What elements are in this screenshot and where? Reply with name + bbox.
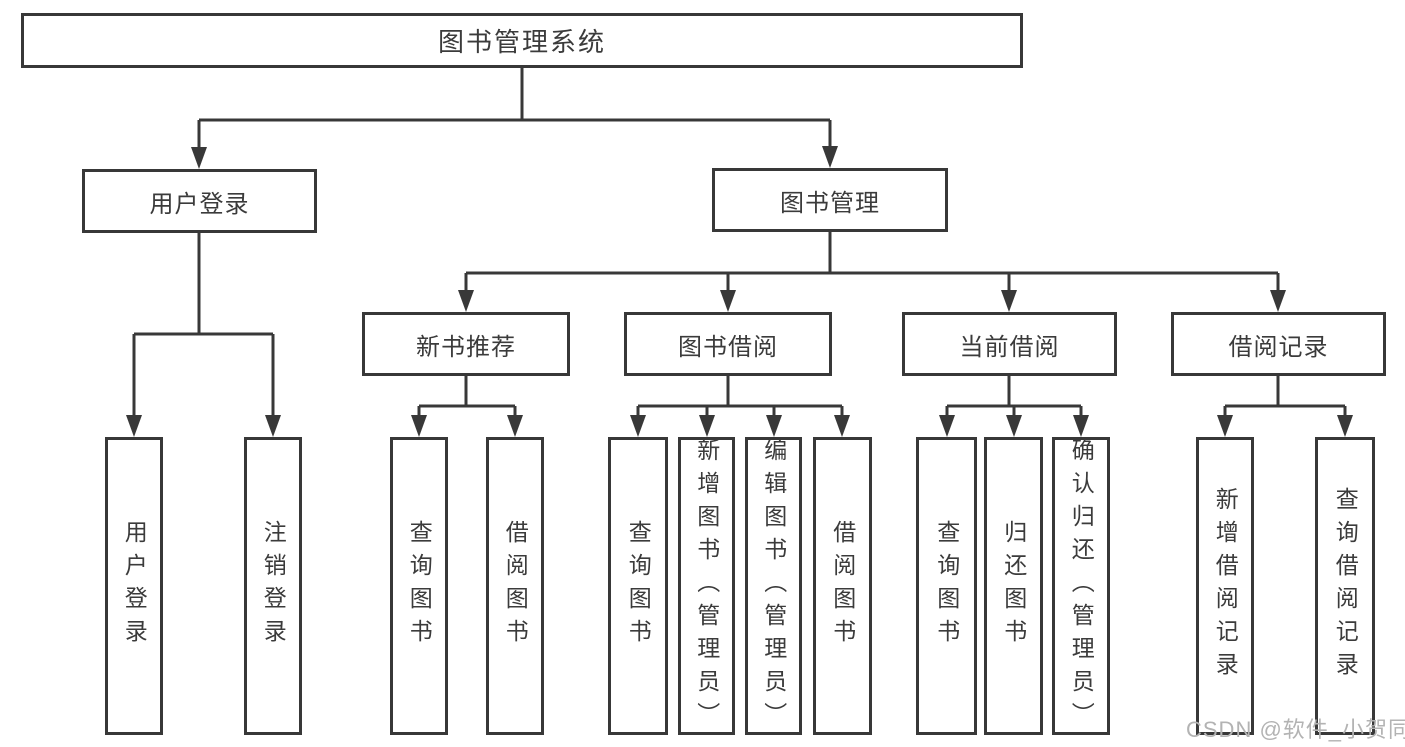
node-user-login-label: 用户登录	[149, 190, 250, 218]
node-root: 图书管理系统	[21, 13, 1023, 68]
node-current-borrowing: 当前借阅	[902, 312, 1117, 376]
leaf-confirm-return-admin-label: 确认归还（管理员）	[1068, 437, 1095, 735]
node-new-book-recommend-label: 新书推荐	[416, 333, 516, 361]
leaf-query-books-borrowing-label: 查询图书	[625, 520, 652, 652]
node-borrow-records: 借阅记录	[1171, 312, 1386, 376]
node-user-login: 用户登录	[82, 169, 317, 233]
connector-new-book-branch	[411, 376, 523, 437]
leaf-query-borrow-record: 查询借阅记录	[1315, 437, 1375, 735]
leaf-borrow-books-recommend-label: 借阅图书	[502, 520, 529, 652]
node-new-book-recommend: 新书推荐	[362, 312, 570, 376]
leaf-return-books: 归还图书	[984, 437, 1043, 735]
connector-book-borrow-branch	[630, 376, 850, 437]
leaf-user-login: 用户登录	[105, 437, 163, 735]
leaf-add-borrow-record: 新增借阅记录	[1196, 437, 1254, 735]
connector-root-to-level2	[191, 68, 838, 169]
leaf-edit-books-admin: 编辑图书（管理员）	[745, 437, 802, 735]
leaf-query-borrow-record-label: 查询借阅记录	[1332, 487, 1359, 685]
node-borrow-records-label: 借阅记录	[1228, 333, 1329, 361]
node-root-label: 图书管理系统	[437, 27, 606, 57]
leaf-add-borrow-record-label: 新增借阅记录	[1212, 487, 1239, 685]
leaf-query-books-current-label: 查询图书	[933, 520, 960, 652]
leaf-query-books-recommend: 查询图书	[390, 437, 448, 735]
leaf-return-books-label: 归还图书	[1000, 520, 1027, 652]
leaf-user-login-label: 用户登录	[121, 520, 148, 652]
connector-current-borrow-branch	[939, 376, 1089, 437]
leaf-borrow-books-recommend: 借阅图书	[486, 437, 544, 735]
leaf-logout-label: 注销登录	[260, 520, 287, 652]
node-book-management: 图书管理	[712, 168, 948, 232]
leaf-query-books-borrowing: 查询图书	[608, 437, 668, 735]
node-book-borrowing-label: 图书借阅	[678, 333, 778, 361]
node-book-management-label: 图书管理	[780, 189, 880, 217]
leaf-edit-books-admin-label: 编辑图书（管理员）	[760, 437, 787, 735]
leaf-query-books-current: 查询图书	[916, 437, 977, 735]
connector-book-mgmt-branch	[458, 232, 1286, 312]
node-book-borrowing: 图书借阅	[624, 312, 832, 376]
leaf-query-books-recommend-label: 查询图书	[406, 520, 433, 652]
node-current-borrowing-label: 当前借阅	[959, 333, 1060, 361]
leaf-borrow-books: 借阅图书	[813, 437, 872, 735]
leaf-add-books-admin: 新增图书（管理员）	[678, 437, 735, 735]
leaf-logout: 注销登录	[244, 437, 302, 735]
connector-borrow-records-branch	[1217, 376, 1353, 437]
csdn-watermark: CSDN @软件_小贺同学	[1186, 717, 1405, 742]
leaf-add-books-admin-label: 新增图书（管理员）	[693, 437, 720, 735]
connector-user-login-branch	[126, 233, 281, 437]
leaf-borrow-books-label: 借阅图书	[829, 520, 856, 652]
leaf-confirm-return-admin: 确认归还（管理员）	[1052, 437, 1110, 735]
